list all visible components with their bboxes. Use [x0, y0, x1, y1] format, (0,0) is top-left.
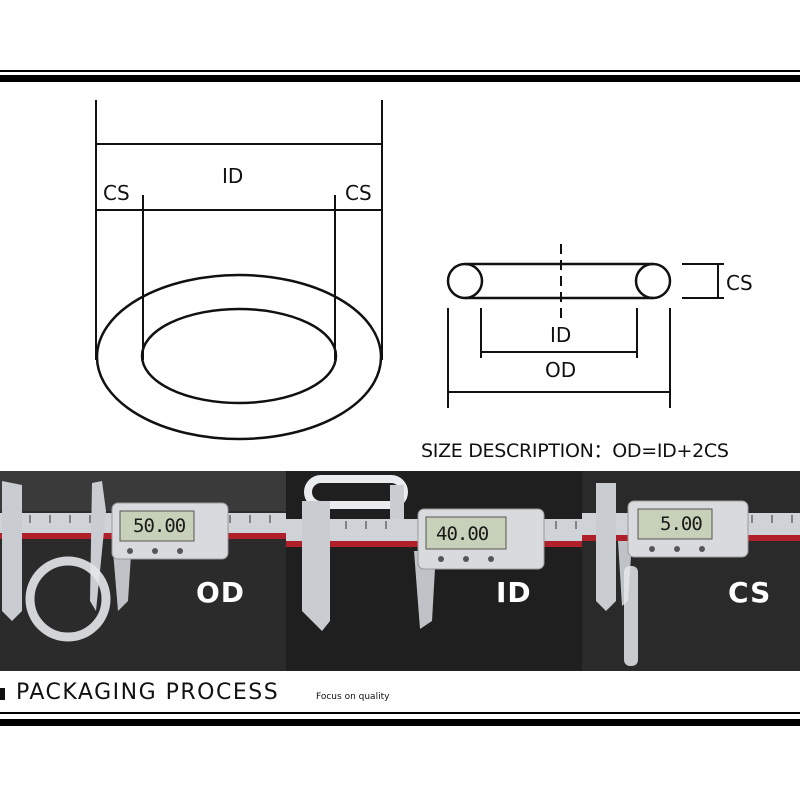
label-cs-right: CS	[345, 181, 372, 205]
lcd-reading-cs: 5.00	[660, 513, 703, 535]
label-cs-left: CS	[103, 181, 130, 205]
label-cs-section: CS	[726, 271, 753, 295]
packaging-marker	[0, 688, 5, 700]
bottom-rule-thick	[0, 719, 800, 726]
bottom-rule-thin	[0, 712, 800, 714]
outer-ring	[95, 273, 383, 441]
top-rule-thin	[0, 70, 800, 72]
label-id-top: ID	[222, 164, 243, 188]
photo-od: 50.00 OD	[0, 471, 286, 671]
packaging-subtitle: Focus on quality	[316, 692, 390, 702]
photo-label-od: OD	[196, 576, 246, 609]
label-od-section: OD	[545, 358, 576, 382]
inner-ring	[140, 307, 338, 405]
photo-label-id: ID	[496, 576, 532, 609]
cs-circle-left	[446, 262, 484, 300]
cs-circle-right	[634, 262, 672, 300]
photo-label-cs: CS	[728, 576, 772, 609]
oring-diagram: ID CS CS CS ID OD	[95, 100, 753, 441]
photo-strip: 50.00 OD 40.00 ID	[0, 471, 800, 671]
packaging-title: PACKAGING PROCESS	[16, 680, 280, 705]
lcd-reading-id: 40.00	[436, 523, 489, 545]
lcd-reading-od: 50.00	[133, 515, 186, 537]
size-description: SIZE DESCRIPTION：OD=ID+2CS	[421, 440, 729, 462]
photo-id: 40.00 ID	[286, 471, 582, 671]
photo-cs: 5.00 CS	[582, 471, 800, 671]
top-rule-thick	[0, 75, 800, 82]
label-id-section: ID	[550, 323, 571, 347]
